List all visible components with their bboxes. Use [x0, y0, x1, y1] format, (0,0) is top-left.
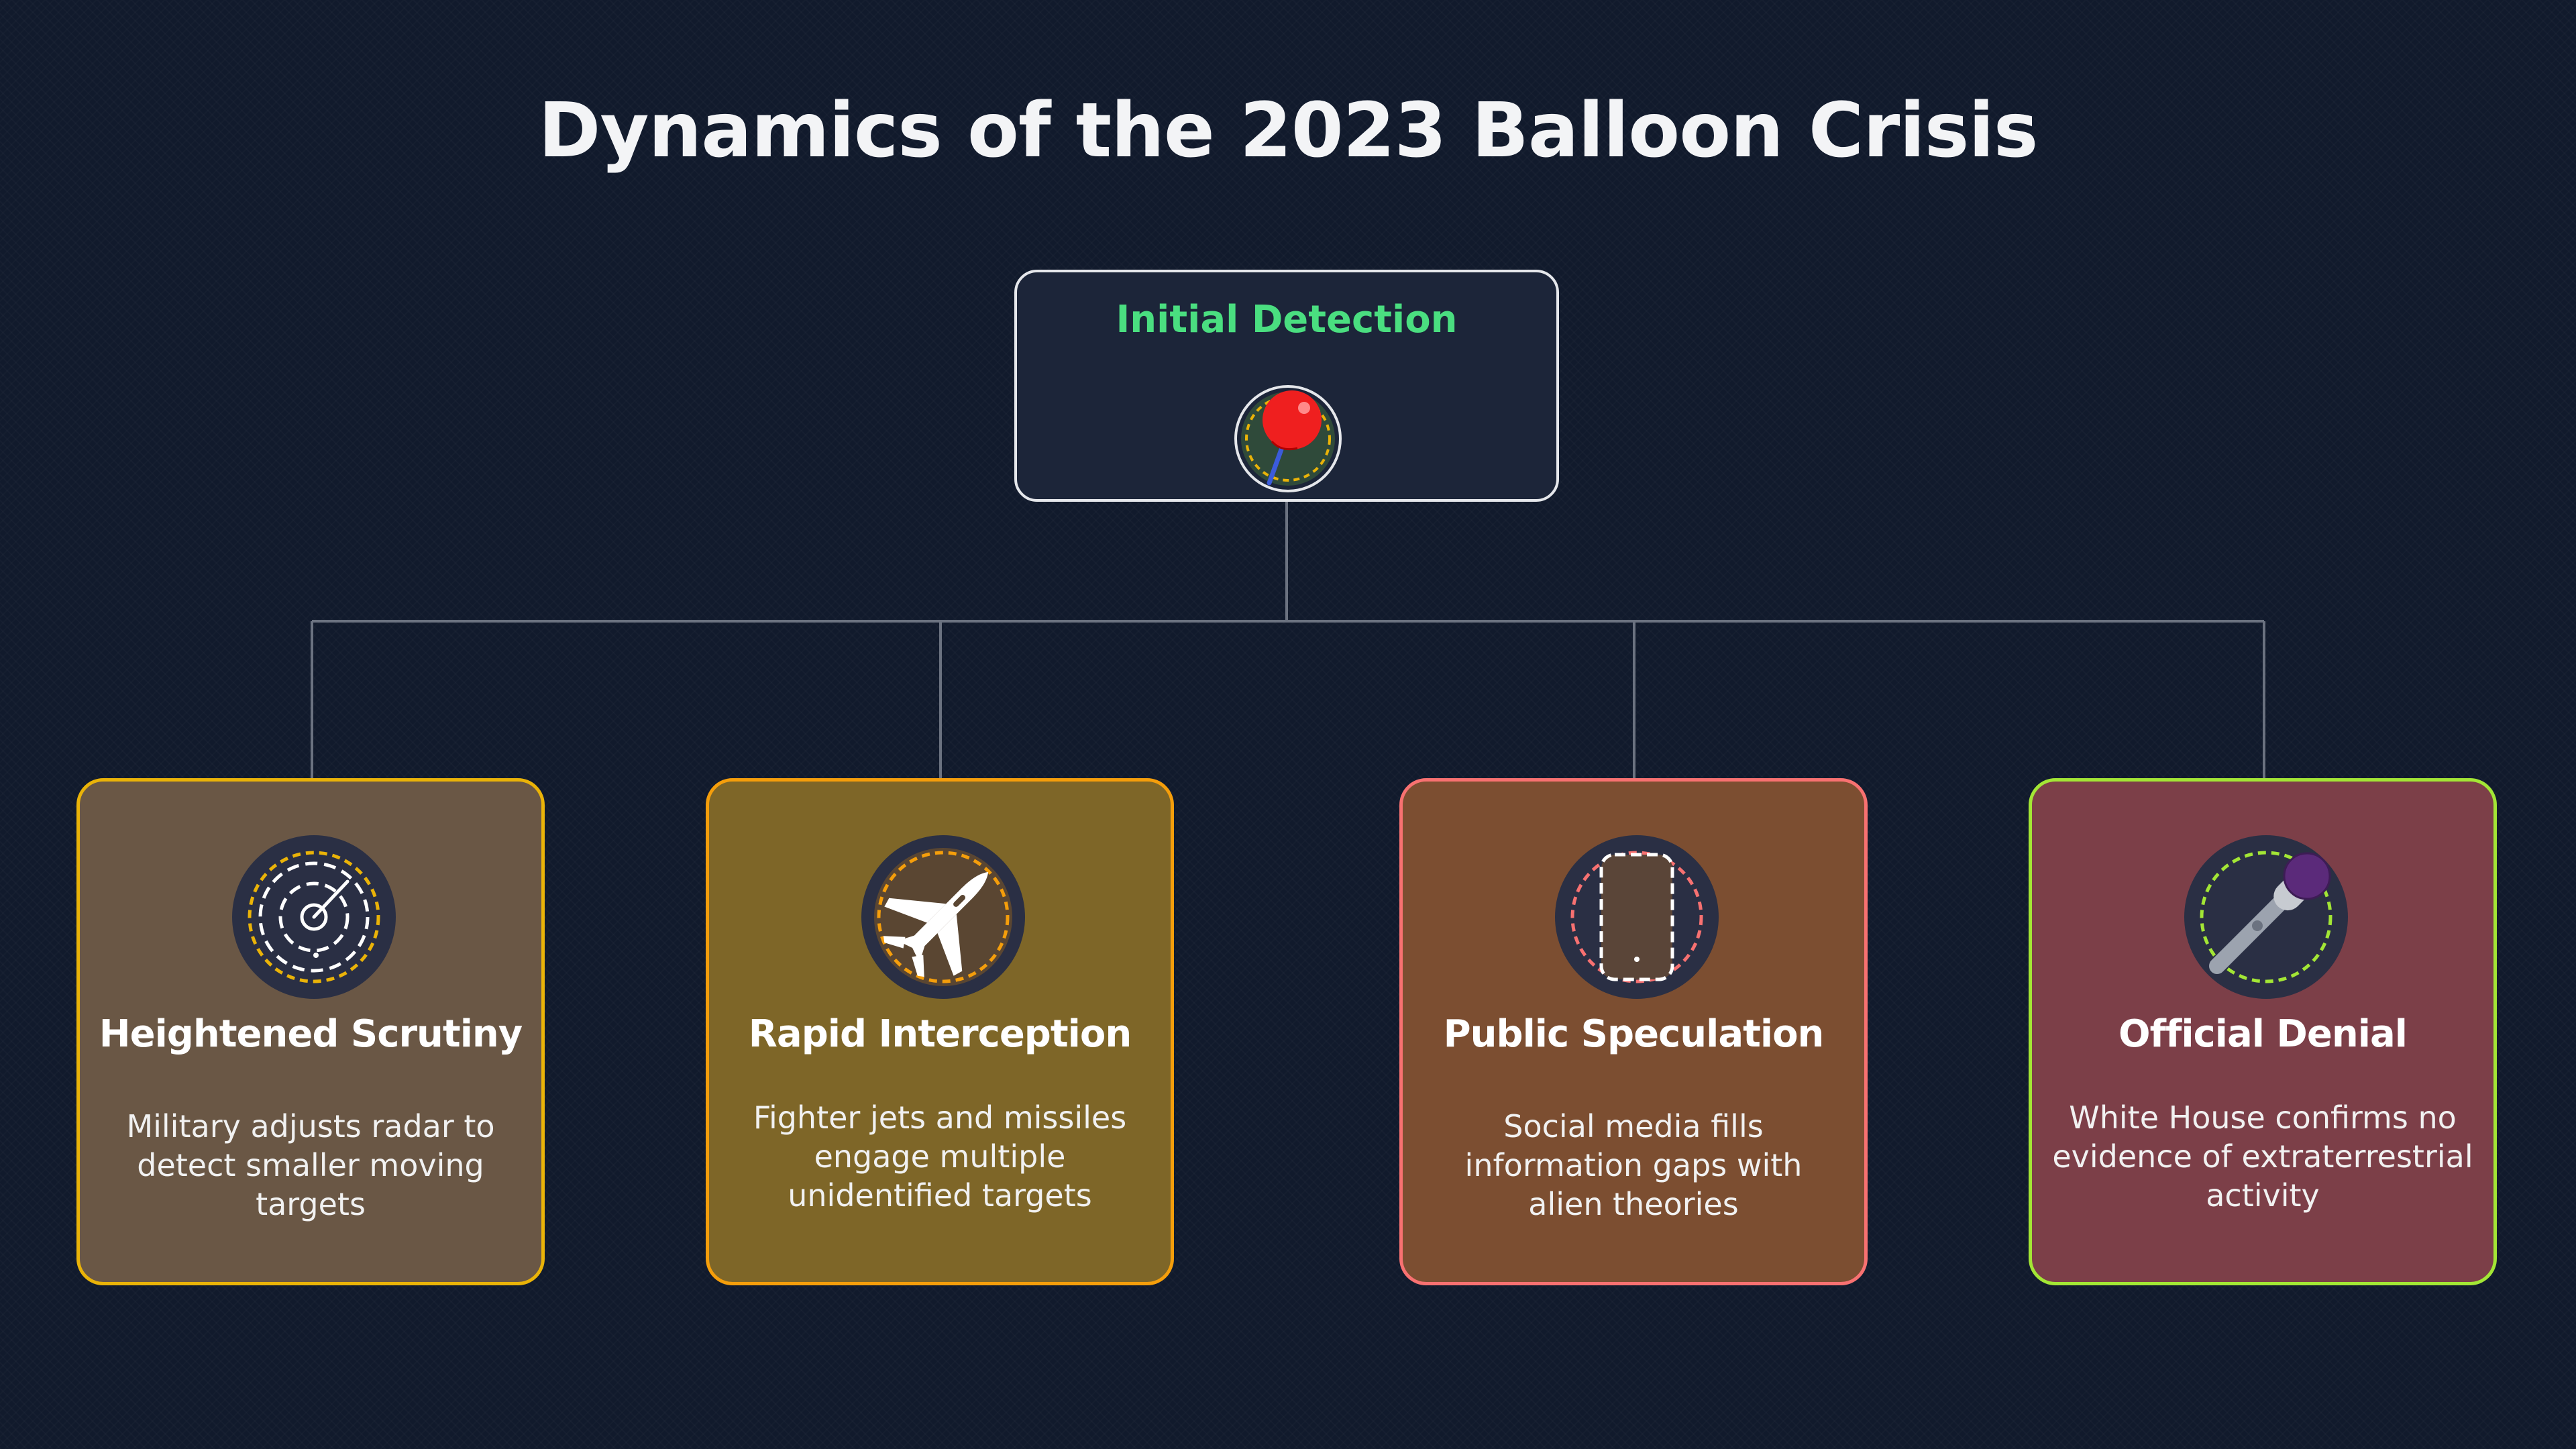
node-title: Official Denial	[2118, 1012, 2408, 1056]
node-public-speculation[interactable]: Public Speculation Social media fills in…	[1399, 778, 1868, 1285]
radar-icon	[232, 835, 396, 999]
node-official-denial[interactable]: Official Denial White House confirms no …	[2029, 778, 2497, 1285]
node-title: Public Speculation	[1443, 1012, 1825, 1056]
node-description: White House confirms no evidence of extr…	[2052, 1099, 2473, 1214]
node-description: Social media fills information gaps with…	[1464, 1108, 1803, 1222]
smartphone-icon	[1555, 835, 1719, 999]
root-node-initial-detection[interactable]: Initial Detection	[1014, 270, 1559, 502]
node-heightened-scrutiny[interactable]: Heightened Scrutiny Military adjusts rad…	[76, 778, 545, 1285]
node-title: Heightened Scrutiny	[99, 1012, 523, 1056]
root-node-label: Initial Detection	[1116, 298, 1458, 341]
diagram-title: Dynamics of the 2023 Balloon Crisis	[538, 87, 2039, 174]
node-description: Military adjusts radar to detect smaller…	[126, 1108, 495, 1222]
fighter-jet-icon	[861, 835, 1025, 999]
microphone-icon	[2184, 835, 2348, 999]
node-rapid-interception[interactable]: Rapid Interception Fighter jets and miss…	[706, 778, 1174, 1285]
node-description: Fighter jets and missiles engage multipl…	[753, 1099, 1127, 1214]
red-pushpin-icon	[1234, 385, 1342, 492]
node-title: Rapid Interception	[748, 1012, 1132, 1056]
